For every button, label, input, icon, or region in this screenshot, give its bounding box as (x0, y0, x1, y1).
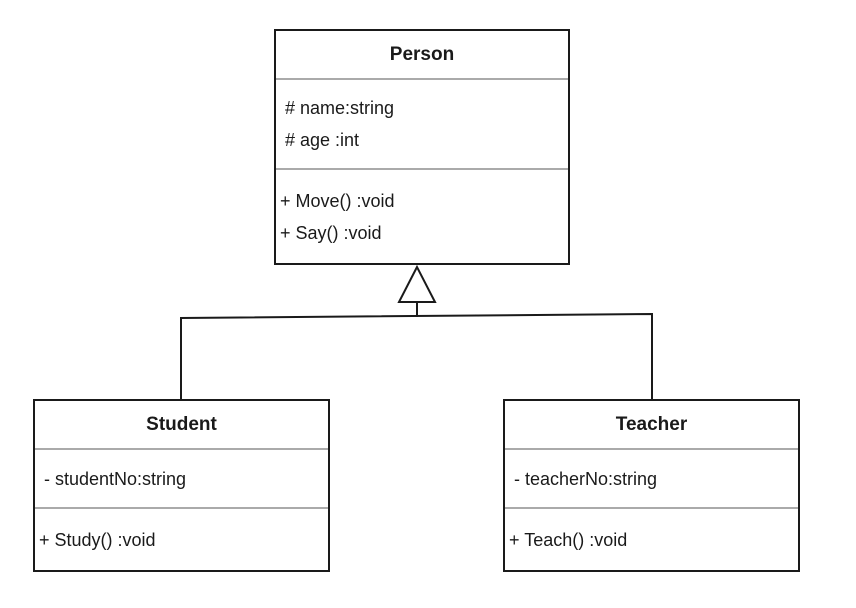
person-attributes-section: # name:string # age :int (276, 80, 568, 170)
class-box-teacher: Teacher - teacherNo:string + Teach() :vo… (503, 399, 800, 572)
student-attributes-section: - studentNo:string (35, 450, 328, 509)
method-say: + Say() :void (280, 222, 382, 243)
class-name-teacher: Teacher (505, 401, 798, 450)
class-name-student: Student (35, 401, 328, 450)
class-box-student: Student - studentNo:string + Study() :vo… (33, 399, 330, 572)
attribute-student-no: - studentNo:string (44, 468, 187, 489)
inheritance-branch-lines (180, 312, 653, 399)
student-methods-section: + Study() :void (35, 509, 328, 570)
method-study: + Study() :void (39, 529, 156, 550)
class-box-person: Person # name:string # age :int + Move()… (274, 29, 570, 265)
inheritance-triangle-icon (397, 264, 437, 303)
method-teach: + Teach() :void (509, 529, 628, 550)
method-move: + Move() :void (280, 190, 395, 211)
attribute-name: # name:string (285, 98, 395, 118)
person-methods-section: + Move() :void + Say() :void (276, 170, 568, 263)
attribute-teacher-no: - teacherNo:string (514, 468, 658, 489)
teacher-methods-section: + Teach() :void (505, 509, 798, 570)
attribute-age: # age :int (285, 130, 360, 150)
class-name-person: Person (276, 31, 568, 80)
teacher-attributes-section: - teacherNo:string (505, 450, 798, 509)
